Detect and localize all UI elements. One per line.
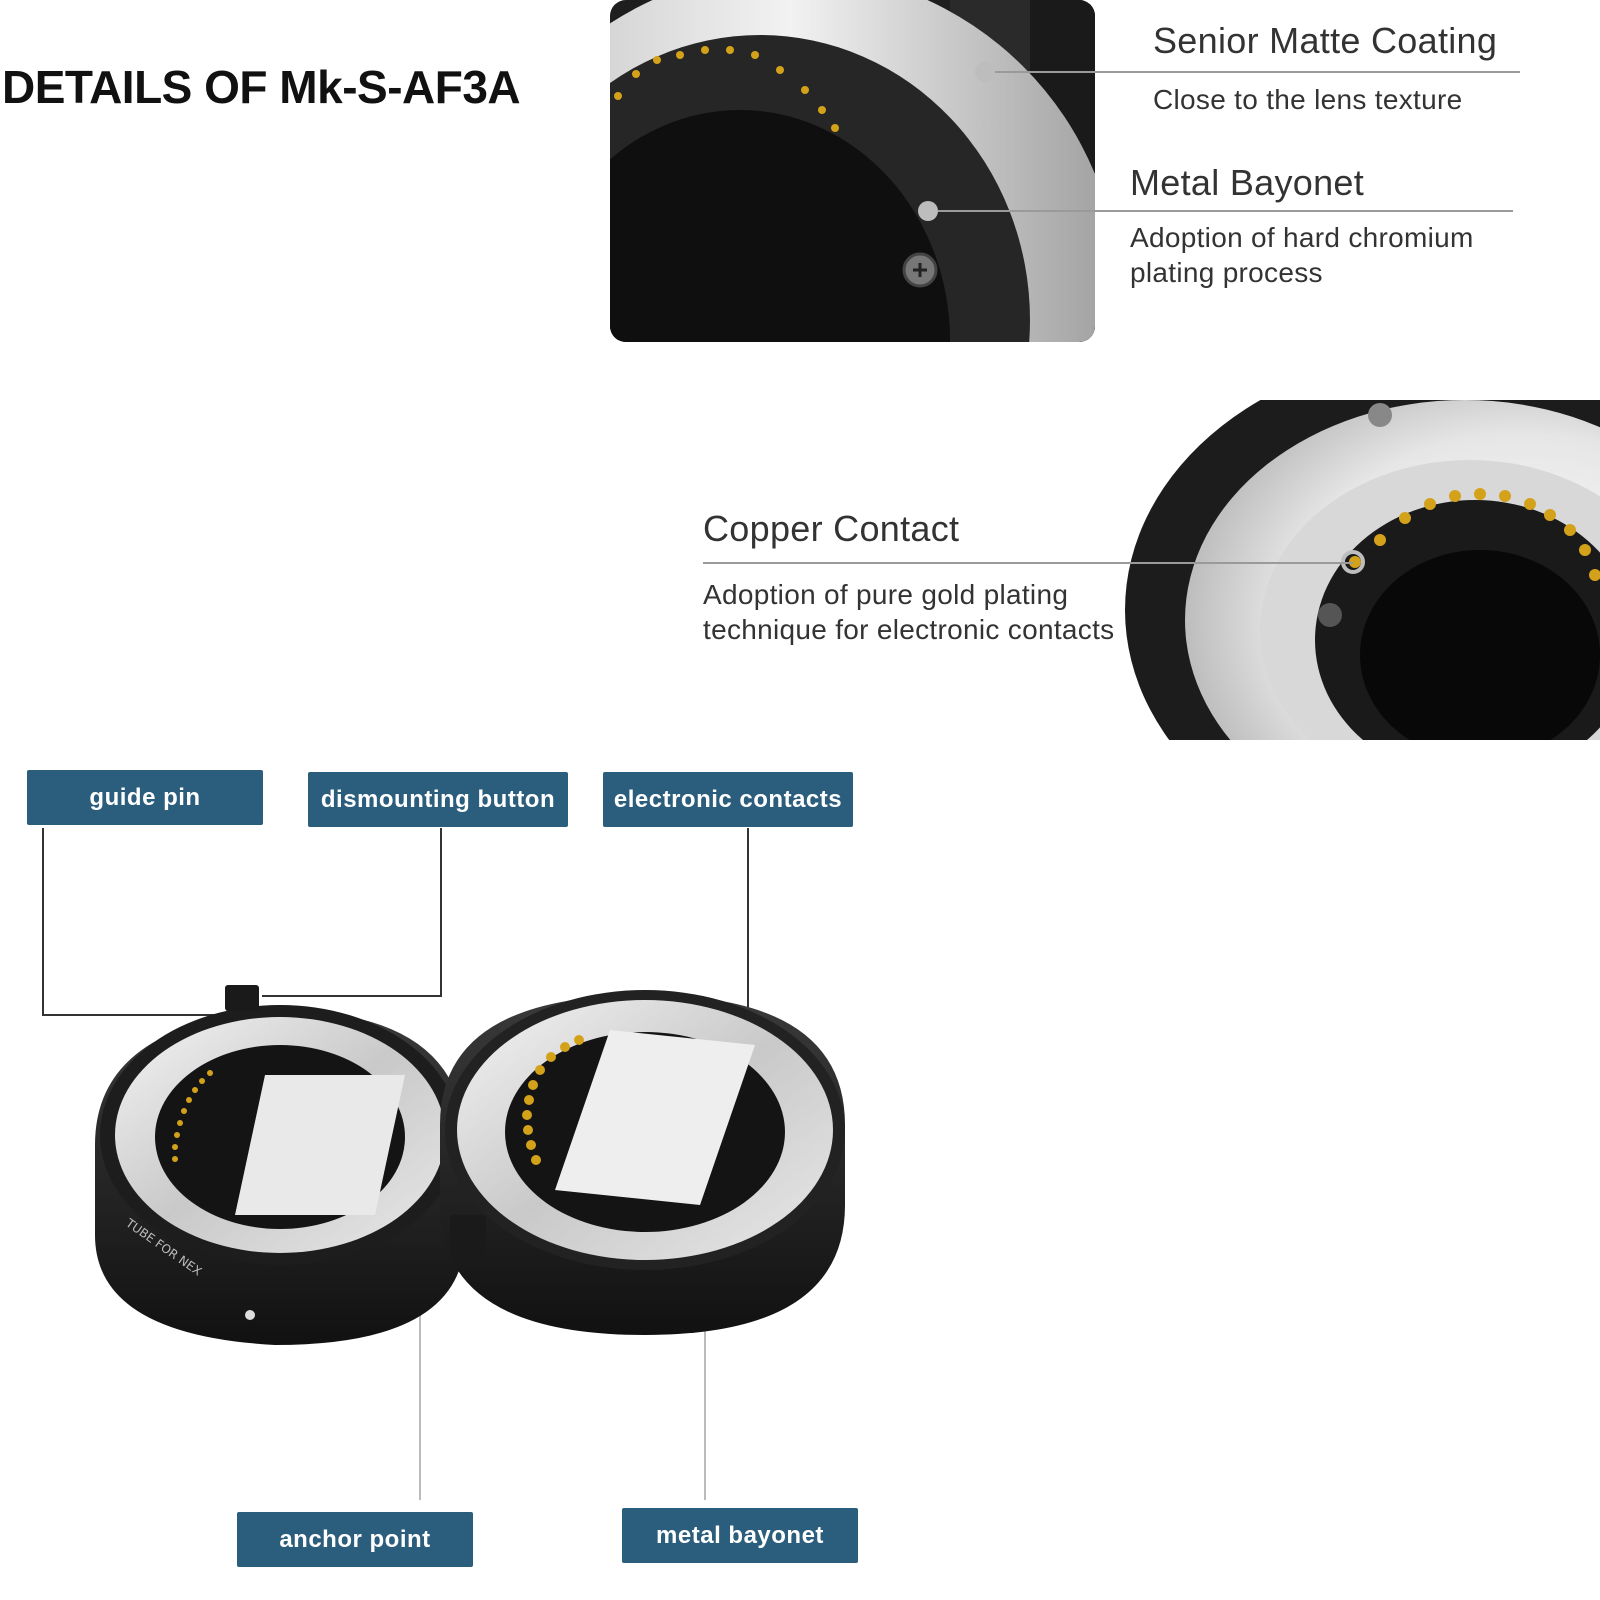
feature-heading-copper-contact: Copper Contact: [703, 508, 960, 549]
feature-desc-matte-coating: Close to the lens texture: [1153, 84, 1463, 115]
callout-electronic-contacts: electronic contacts: [603, 772, 853, 827]
page-title: DETAILS OF Mk-S-AF3A: [2, 61, 521, 113]
metal-bayonet-pointer: [918, 201, 1513, 221]
copper-contact-pointer: [703, 562, 1353, 564]
matte-coating-closeup-image: [610, 0, 1095, 342]
matte-coating-pointer: [975, 62, 1520, 82]
copper-contact-closeup-image: [1125, 400, 1600, 740]
feature-desc-metal-bayonet: Adoption of hard chromium plating proces…: [1130, 222, 1474, 288]
callout-metal-bayonet: metal bayonet: [622, 1508, 858, 1563]
callout-guide-pin: guide pin: [27, 770, 263, 825]
callout-anchor-point: anchor point: [237, 1512, 473, 1567]
extension-tubes-image: TUBE FOR NEX: [95, 985, 845, 1345]
callout-dismounting-button: dismounting button: [308, 772, 568, 827]
feature-desc-copper-contact: Adoption of pure gold plating technique …: [703, 579, 1115, 645]
feature-heading-matte-coating: Senior Matte Coating: [1153, 20, 1498, 61]
feature-heading-metal-bayonet: Metal Bayonet: [1130, 162, 1365, 203]
